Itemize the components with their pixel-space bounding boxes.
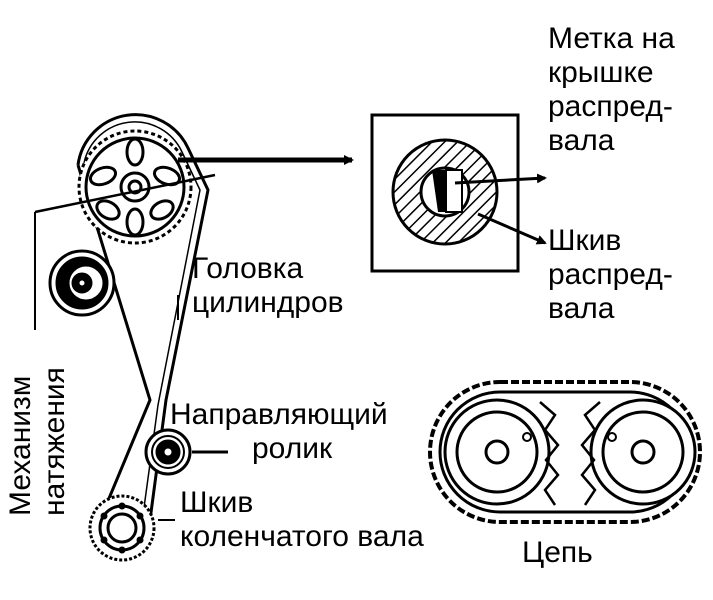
label-cam-pulley-line3: вала — [548, 292, 615, 325]
camshaft-pulley — [77, 129, 193, 245]
label-cylinder-head-line2: цилиндров — [192, 286, 344, 319]
tensioner-pulley — [48, 249, 116, 317]
label-idler-line1: Направляющий — [170, 398, 388, 431]
label-cam-mark-line1: Метка на — [548, 22, 675, 55]
chain-drive — [428, 380, 702, 524]
label-tensioner: Механизм натяжения — [4, 367, 72, 516]
label-cylinder-head-line1: Головка — [192, 252, 304, 285]
label-idler: Направляющий ролик — [170, 398, 388, 466]
label-cam-pulley: Шкив распред- вала — [548, 224, 673, 326]
inset-detail — [370, 113, 547, 273]
timing-belt — [76, 113, 210, 521]
label-cam-mark: Метка на крышке распред- вала — [548, 22, 675, 158]
label-cam-mark-line2: крышке — [548, 56, 654, 89]
label-cam-pulley-line1: Шкив — [548, 224, 622, 257]
label-cylinder-head: Головка цилиндров — [192, 252, 344, 320]
label-crank-pulley: Шкив коленчатого вала — [180, 486, 424, 554]
label-tensioner-line2: натяжения — [38, 367, 71, 516]
label-cam-mark-line3: распред- — [548, 90, 673, 123]
label-idler-line2: ролик — [252, 432, 333, 465]
label-tensioner-line1: Механизм — [4, 375, 37, 516]
crankshaft-pulley — [88, 494, 156, 562]
timing-mark-line — [34, 173, 216, 214]
leader-lines — [34, 212, 179, 521]
label-cam-mark-line4: вала — [548, 124, 615, 157]
idler-roller — [144, 428, 228, 476]
label-chain: Цепь — [522, 536, 593, 569]
label-crank-pulley-line1: Шкив — [180, 486, 254, 519]
label-cam-pulley-line2: распред- — [548, 258, 673, 291]
label-crank-pulley-line2: коленчатого вала — [180, 520, 424, 553]
